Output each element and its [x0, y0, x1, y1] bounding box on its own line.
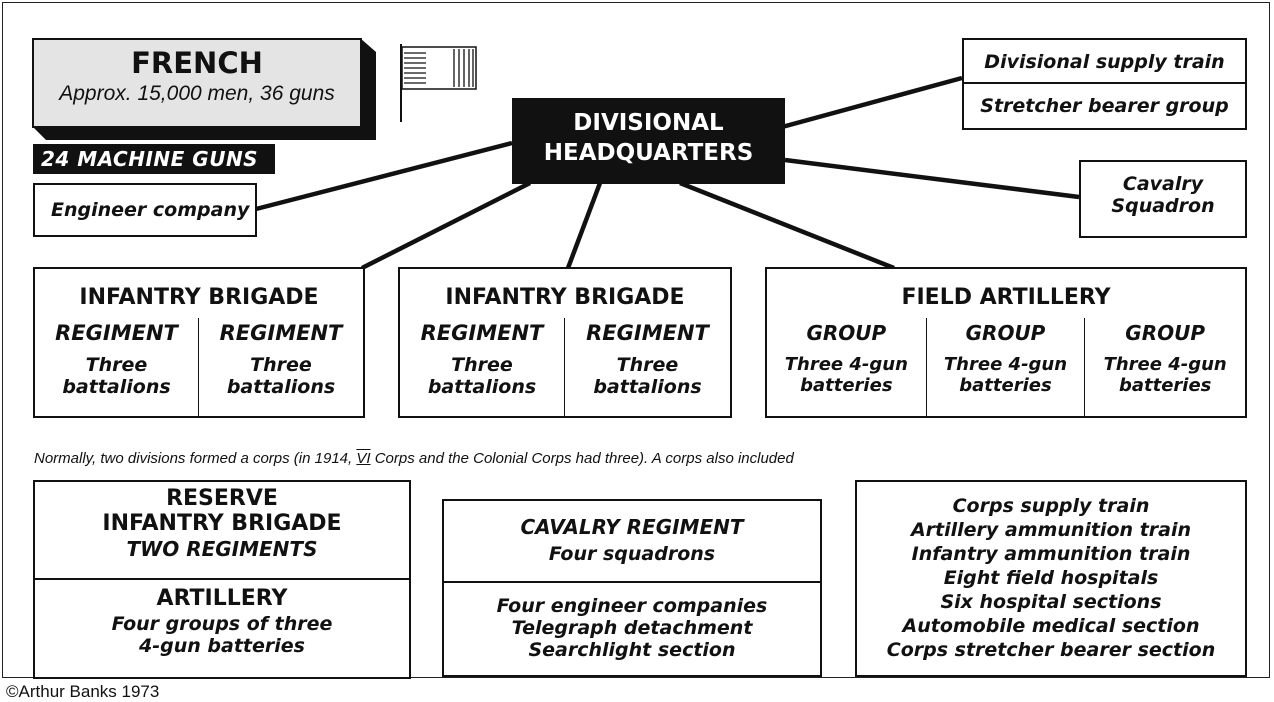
brigade-title: INFANTRY BRIGADE: [79, 285, 319, 310]
note-corps-numeral: VI: [356, 450, 371, 467]
group-cell: GROUP Three 4-gun batteries: [1085, 318, 1245, 418]
group-detail-2: batteries: [1118, 375, 1212, 396]
divisional-supply-train: Divisional supply train: [964, 40, 1245, 84]
group-name: GROUP: [1125, 321, 1206, 345]
corps-list-item: Infantry ammunition train: [911, 543, 1191, 565]
regiment-detail-2: battalions: [593, 376, 702, 398]
group-cell: GROUP Three 4-gun batteries: [767, 318, 927, 418]
reserve-artillery-line1: Four groups of three: [111, 613, 333, 635]
regiment-detail-1: Three: [616, 354, 679, 376]
machine-guns-label: 24 MACHINE GUNS: [33, 144, 275, 174]
cavalry-item: Telegraph detachment: [511, 617, 753, 639]
group-detail-2: batteries: [959, 375, 1052, 396]
corps-list-item: Corps supply train: [952, 495, 1150, 517]
corps-list-box: Corps supply train Artillery ammunition …: [855, 480, 1247, 677]
field-artillery: FIELD ARTILLERY GROUP Three 4-gun batter…: [765, 267, 1247, 418]
reserve-line3: TWO REGIMENTS: [126, 537, 318, 561]
hq-line1: DIVISIONAL: [573, 110, 724, 136]
copyright: ©Arthur Banks 1973: [6, 682, 160, 701]
reserve-artillery-line2: 4-gun batteries: [139, 635, 305, 657]
group-detail-1: Three 4-gun: [784, 354, 908, 375]
group-detail-1: Three 4-gun: [943, 354, 1068, 375]
hq-line2: HEADQUARTERS: [543, 140, 754, 166]
regiment-name: REGIMENT: [55, 321, 178, 345]
diagram-frame: [2, 2, 1270, 678]
cavalry-squadron: Cavalry Squadron: [1079, 160, 1247, 238]
note-after: Corps and the Colonial Corps had three).…: [370, 450, 794, 467]
reserve-brigade-box: RESERVE INFANTRY BRIGADE TWO REGIMENTS A…: [33, 480, 411, 679]
flag-icon: [400, 44, 477, 122]
french-title: FRENCH: [131, 46, 263, 80]
regiment-detail-2: battalions: [62, 376, 171, 398]
regiment-detail-1: Three: [451, 354, 513, 376]
infantry-brigade-1: INFANTRY BRIGADE REGIMENT Three battalio…: [33, 267, 365, 418]
regiment-cell: REGIMENT Three battalions: [400, 318, 565, 418]
regiment-name: REGIMENT: [586, 321, 709, 345]
note-before: Normally, two divisions formed a corps (…: [34, 450, 357, 467]
corps-list-item: Corps stretcher bearer section: [886, 639, 1216, 661]
regiment-detail-1: Three: [85, 354, 148, 376]
cavalry-item: Searchlight section: [528, 639, 736, 661]
stretcher-bearer-group: Stretcher bearer group: [980, 95, 1229, 117]
corps-list-item: Automobile medical section: [902, 615, 1200, 637]
cavalry-regiment-title: CAVALRY REGIMENT: [520, 515, 744, 539]
french-subtitle: Approx. 15,000 men, 36 guns: [59, 82, 335, 105]
reserve-artillery-title: ARTILLERY: [156, 586, 288, 611]
infantry-brigade-2: INFANTRY BRIGADE REGIMENT Three battalio…: [398, 267, 732, 418]
french-box-shadow: [32, 38, 376, 140]
cavalry-item: Four engineer companies: [496, 595, 768, 617]
divisional-headquarters: DIVISIONAL HEADQUARTERS: [512, 98, 785, 184]
corps-list-item: Six hospital sections: [940, 591, 1162, 613]
regiment-cell: REGIMENT Three battalions: [565, 318, 730, 418]
reserve-line2: INFANTRY BRIGADE: [102, 511, 342, 536]
divisional-supply-box: Divisional supply train Stretcher bearer…: [962, 38, 1247, 130]
regiment-detail-2: battalions: [427, 376, 537, 398]
line-hq-cavalry: [784, 157, 1080, 200]
engineer-company: Engineer company: [33, 183, 257, 237]
brigade-title: INFANTRY BRIGADE: [445, 285, 685, 310]
line-hq-brigade2: [565, 182, 603, 269]
group-cell: GROUP Three 4-gun batteries: [927, 318, 1086, 418]
regiment-detail-2: battalions: [226, 376, 336, 398]
corps-list-item: Eight field hospitals: [943, 567, 1159, 589]
regiment-cell: REGIMENT Three battalions: [35, 318, 199, 418]
line-hq-brigade1: [360, 180, 532, 271]
artillery-title: FIELD ARTILLERY: [901, 285, 1111, 310]
line-hq-supply: [781, 75, 963, 130]
group-name: GROUP: [965, 321, 1046, 345]
reserve-line1: RESERVE: [166, 486, 278, 511]
group-name: GROUP: [806, 321, 887, 345]
corps-note: Normally, two divisions formed a corps (…: [34, 450, 794, 467]
regiment-detail-1: Three: [250, 354, 312, 376]
group-detail-1: Three 4-gun: [1103, 354, 1227, 375]
french-box: FRENCH Approx. 15,000 men, 36 guns: [32, 38, 362, 128]
group-detail-2: batteries: [800, 375, 893, 396]
line-hq-artillery: [679, 180, 895, 271]
line-hq-engineer: [255, 140, 513, 212]
cavalry-squadron-line1: Cavalry: [1122, 173, 1204, 195]
cavalry-regiment-box: CAVALRY REGIMENT Four squadrons Four eng…: [442, 499, 822, 677]
corps-list-item: Artillery ammunition train: [910, 519, 1192, 541]
regiment-name: REGIMENT: [219, 321, 343, 345]
cavalry-regiment-sub: Four squadrons: [548, 543, 716, 565]
regiment-cell: REGIMENT Three battalions: [199, 318, 363, 418]
regiment-name: REGIMENT: [420, 321, 544, 345]
cavalry-squadron-line2: Squadron: [1111, 195, 1215, 217]
